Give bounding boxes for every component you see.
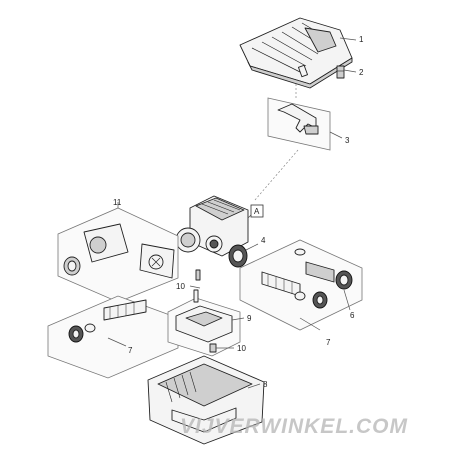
part-7-panel-left	[47, 295, 179, 379]
callout-10-top: 10	[176, 282, 185, 291]
callout-A-box: A	[250, 204, 264, 218]
callout-8: 8	[263, 380, 268, 389]
callout-6: 6	[350, 311, 355, 320]
part-3-panel	[267, 97, 331, 151]
callout-7-right: 7	[326, 338, 331, 347]
callout-4: 4	[261, 236, 266, 245]
part-1-grille-cover	[239, 17, 353, 89]
callout-11: 11	[113, 198, 122, 207]
part-2-clip	[336, 65, 345, 79]
pump-body	[175, 195, 249, 257]
callout-1: 1	[359, 35, 364, 44]
watermark-text: VIJVERWINKEL.COM	[180, 415, 408, 438]
callout-A: A	[254, 207, 260, 216]
part-8-base	[147, 355, 265, 445]
leader-lines	[107, 37, 357, 389]
part-4-coupling	[228, 244, 248, 268]
part-6-panel	[239, 239, 363, 331]
callout-10-bottom: 10	[237, 344, 246, 353]
callout-2: 2	[359, 68, 364, 77]
callout-7-left: 7	[128, 346, 133, 355]
part-9-bracket	[167, 289, 241, 357]
callout-3: 3	[345, 136, 350, 145]
part-11-panel	[57, 207, 179, 303]
callout-9: 9	[247, 314, 252, 323]
